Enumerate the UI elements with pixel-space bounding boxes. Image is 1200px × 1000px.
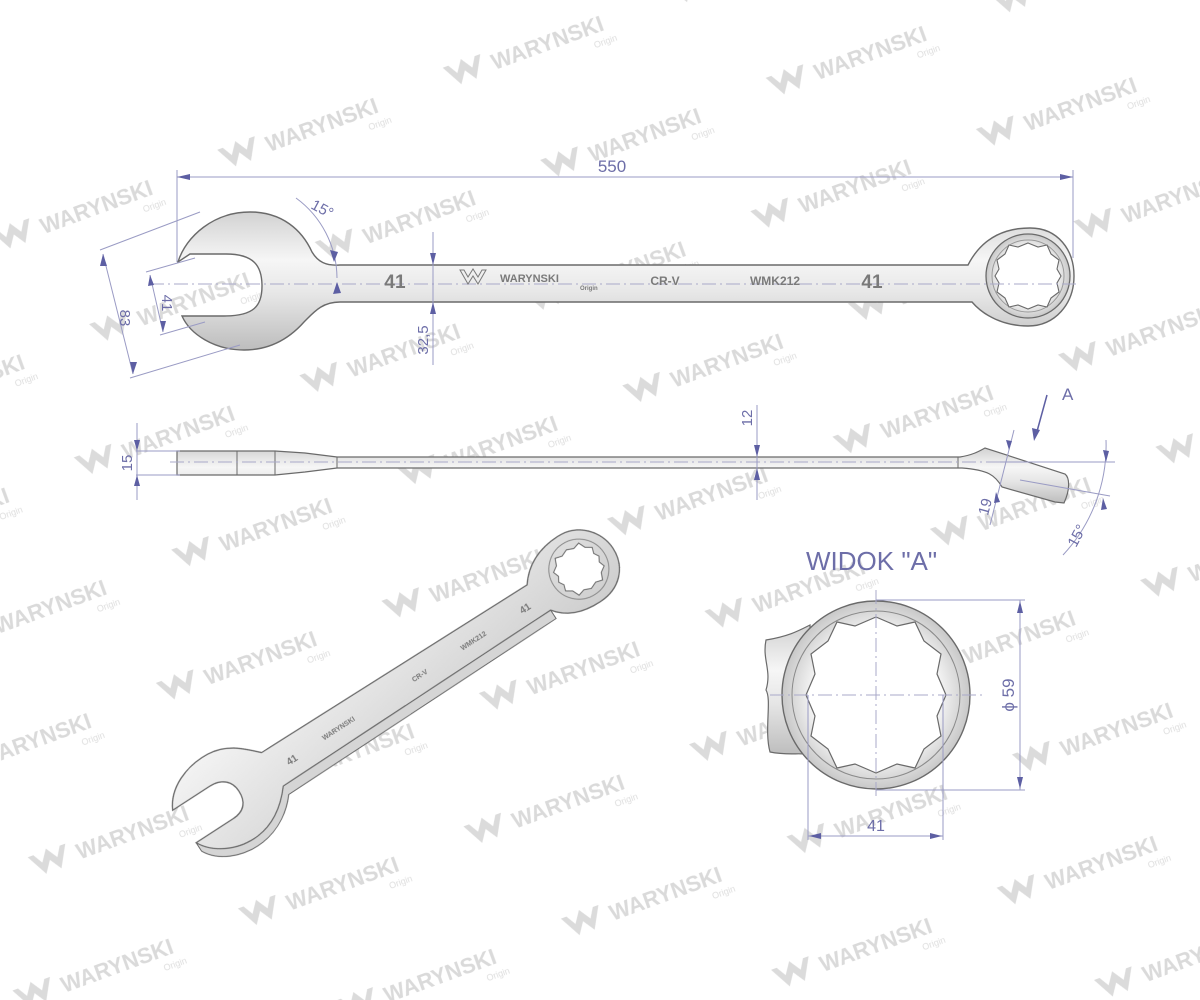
dimension-overall-length: 550 [176,157,1074,262]
svg-text:41: 41 [867,818,885,835]
dimension-jaw-thickness: 15 [119,423,180,500]
svg-text:83: 83 [116,310,133,327]
svg-text:ϕ 59: ϕ 59 [999,678,1018,711]
view-a-title: WIDOK "A" [806,546,937,576]
svg-text:41: 41 [158,295,175,312]
svg-text:12: 12 [739,410,756,427]
dimension-shank-thickness: 12 [739,405,760,500]
svg-text:A: A [1062,385,1074,404]
dim-550-label: 550 [598,157,626,176]
dimension-socket-size: 41 [807,695,944,840]
engraving-brand: WARYNSKI Origin [459,268,598,292]
isometric-view: 41 WARYNSKI CR-V WMK212 41 [171,529,621,857]
svg-text:Origin: Origin [580,286,598,292]
svg-text:WARYNSKI: WARYNSKI [500,273,559,285]
svg-text:19: 19 [975,497,996,518]
ring-head-iso [548,538,610,600]
dimension-ring-diameter: ϕ 59 [876,599,1025,791]
engraving-size-right: 41 [861,272,883,293]
dimension-shank-width: 32,5 [415,232,436,365]
svg-text:15°: 15° [1065,522,1091,550]
engraving-model: WMK212 [750,274,800,288]
wrench-side-body [176,447,1070,504]
dimension-jaw-opening: 41 [145,257,206,336]
svg-text:32,5: 32,5 [415,325,432,354]
view-a-marker: A [1032,385,1074,441]
engraving-material: CR-V [650,274,679,288]
wrench-iso-body [171,529,621,850]
side-view: 15 12 19 A 15° [119,385,1115,556]
svg-text:15°: 15° [308,197,336,223]
twelve-point-socket-top [994,242,1062,310]
dimension-jaw-height: 83 [99,211,241,379]
top-view: 550 41 WARYNSKI Origin CR-V WMK212 41 15… [99,157,1080,379]
dimension-ring-thickness: 19 [975,429,1015,526]
view-a: WIDOK "A" ϕ 59 41 [764,546,1025,840]
engraving-size-left: 41 [384,272,406,293]
wrench-top-body [176,211,1075,351]
svg-text:15: 15 [119,455,136,472]
